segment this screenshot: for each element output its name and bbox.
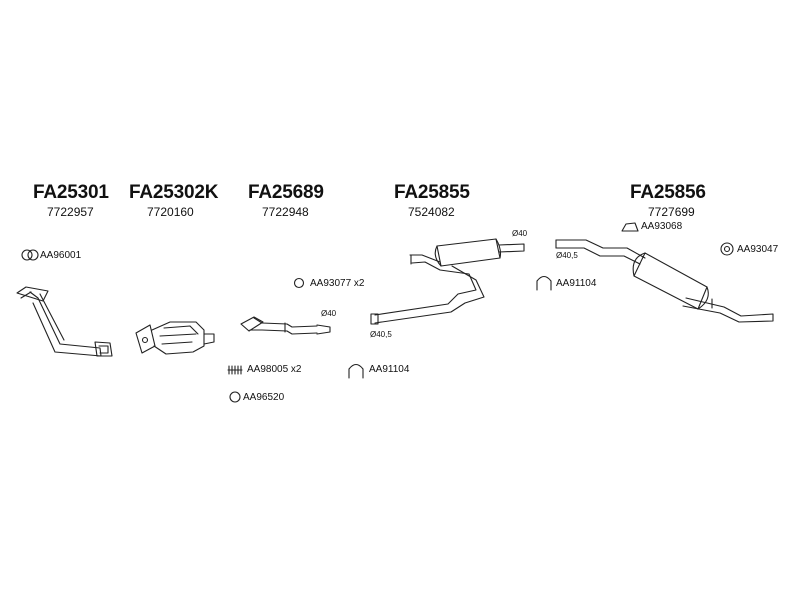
mount-icon bbox=[720, 242, 734, 256]
label-clamp-2: AA91104 bbox=[556, 278, 597, 289]
middle-silencer-drawing bbox=[370, 238, 525, 325]
downpipe-drawing bbox=[16, 286, 113, 357]
diameter-label: Ø40 bbox=[321, 309, 337, 318]
diameter-label: Ø40 bbox=[512, 229, 528, 238]
part-ref-3: 7722948 bbox=[262, 205, 309, 219]
part-code-5: FA25856 bbox=[630, 182, 706, 203]
part-code-3: FA25689 bbox=[248, 182, 324, 203]
part-ref-2: 7720160 bbox=[147, 205, 194, 219]
catalytic-converter-drawing bbox=[135, 321, 215, 355]
diameter-label: Ø40,5 bbox=[370, 330, 392, 339]
label-hanger: AA93068 bbox=[641, 221, 683, 232]
part-ref-1: 7722957 bbox=[47, 205, 94, 219]
label-gasket: AA96001 bbox=[40, 250, 82, 261]
ring-icon bbox=[229, 391, 241, 403]
clamp-icon bbox=[348, 363, 364, 379]
label-mount: AA93047 bbox=[737, 244, 779, 255]
label-spring: AA98005 x2 bbox=[247, 364, 302, 375]
part-code-1: FA25301 bbox=[33, 182, 109, 203]
label-clamp-1: AA91104 bbox=[369, 364, 410, 375]
part-code-4: FA25855 bbox=[394, 182, 470, 203]
clamp-icon bbox=[536, 275, 552, 291]
hanger-icon bbox=[621, 222, 639, 232]
gasket-icon bbox=[21, 249, 39, 261]
diameter-label: Ø40,5 bbox=[556, 251, 578, 260]
part-code-2: FA25302K bbox=[129, 182, 219, 203]
part-ref-5: 7727699 bbox=[648, 205, 695, 219]
label-ring-2: AA96520 bbox=[243, 392, 285, 403]
intermediate-pipe-drawing bbox=[240, 316, 331, 335]
rear-silencer-drawing bbox=[555, 239, 774, 323]
label-ring-x2: AA93077 x2 bbox=[310, 278, 365, 289]
ring-icon bbox=[293, 277, 305, 289]
part-ref-4: 7524082 bbox=[408, 205, 455, 219]
spring-icon bbox=[227, 365, 243, 375]
